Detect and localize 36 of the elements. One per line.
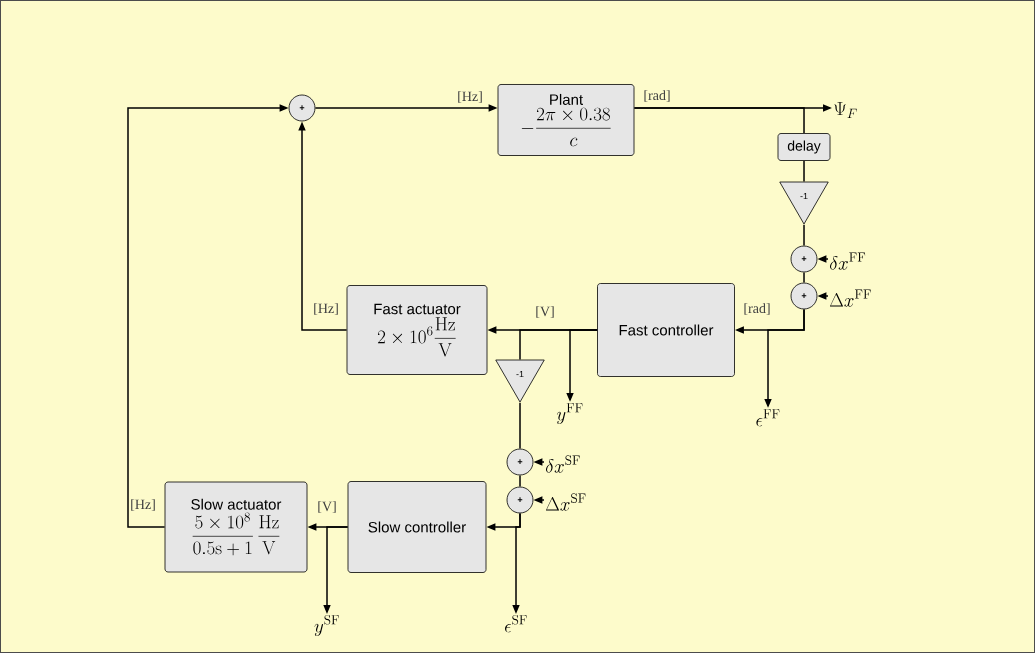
signal-line xyxy=(803,224,805,247)
edge-label: [Hz] xyxy=(312,302,340,316)
summing-junction: + xyxy=(506,448,534,476)
signal-label: $\delta x^{\mathrm{SF}}$ xyxy=(545,455,580,473)
summing-junction: + xyxy=(790,245,818,273)
signal-line xyxy=(803,160,805,183)
gain-triangle: -1 xyxy=(495,359,545,403)
signal-line xyxy=(803,271,805,284)
signal-label: $y^{\mathrm{FF}}$ xyxy=(556,403,583,424)
signal-label: $\Delta x^{\mathrm{FF}}$ xyxy=(829,289,871,307)
edge-label: [rad] xyxy=(742,302,772,316)
edge-label: [rad] xyxy=(642,89,672,103)
delay-box: delay xyxy=(777,133,831,161)
signal-label: $\Delta x^{\mathrm{SF}}$ xyxy=(545,493,586,511)
block-box: Plant $-\frac{2\pi \times 0.38}{c}$ xyxy=(497,84,635,156)
signal-label: $\delta x^{\mathrm{FF}}$ xyxy=(829,252,866,270)
edge-label: [Hz] xyxy=(456,90,484,104)
signal-label: $\epsilon^{\mathrm{SF}}$ xyxy=(505,614,527,633)
signal-label: $\Psi_F$ xyxy=(834,102,857,118)
edge-label: [V] xyxy=(316,500,338,514)
edge-label: [Hz] xyxy=(129,498,157,512)
block-box: Fast actuator $2 \times 10^6 \frac{\mathrm{Hz}}{\mathrm{V}}$ xyxy=(346,285,488,375)
block-box: Slow actuator $\frac{5 \times 10^8}{0.5\mathrm{s} + 1} \, \frac{\mathrm{Hz}}{\mathrm{V}}$ xyxy=(164,481,308,573)
signal-label: $\epsilon^{\mathrm{FF}}$ xyxy=(756,409,780,427)
signal-label: $y^{\mathrm{SF}}$ xyxy=(314,614,339,636)
summing-junction: + xyxy=(288,94,316,122)
edge-label: [V] xyxy=(534,305,556,319)
signal-line xyxy=(633,107,805,134)
summing-junction: + xyxy=(790,282,818,310)
signal-line xyxy=(519,329,598,361)
signal-line xyxy=(519,402,521,450)
gain-triangle: -1 xyxy=(779,181,829,225)
block-box: Fast controller xyxy=(597,283,735,377)
signal-line xyxy=(519,474,521,488)
block-box: Slow controller xyxy=(347,481,487,573)
summing-junction: + xyxy=(506,486,534,514)
